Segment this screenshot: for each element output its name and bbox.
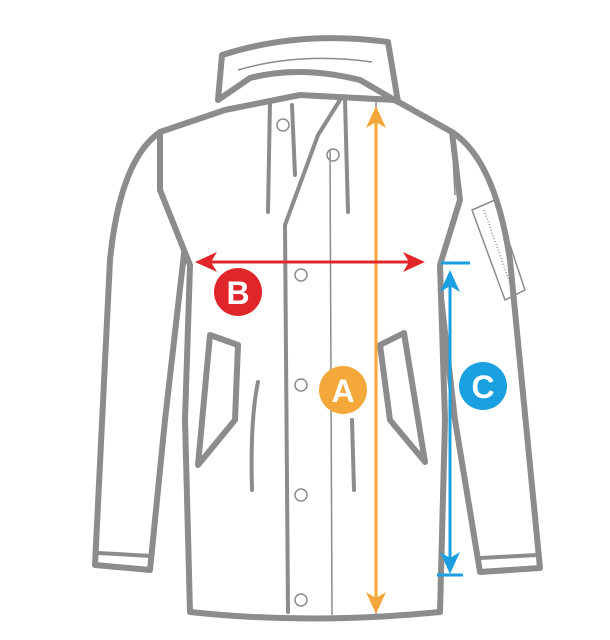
label-a-badge: [319, 366, 367, 414]
right-sleeve: [432, 129, 543, 575]
label-c-badge: [459, 362, 507, 410]
measurement-c: C: [437, 261, 507, 577]
jacket-drawing: [92, 35, 543, 622]
hood: [215, 35, 401, 105]
left-pocket: [195, 332, 241, 468]
label-a: A: [331, 373, 354, 409]
measurement-b: B: [195, 252, 425, 316]
button: [294, 268, 308, 282]
left-cuff: [96, 551, 154, 558]
measurement-a: A: [319, 106, 386, 614]
arrow-up-icon: [440, 270, 460, 292]
drawstring: [350, 418, 356, 492]
label-b: B: [226, 275, 249, 311]
arrow-down-icon: [440, 552, 460, 574]
right-pocket: [377, 330, 428, 465]
drawstring: [343, 98, 350, 214]
button: [276, 118, 290, 132]
jacket-body: [157, 92, 463, 622]
button: [326, 148, 340, 162]
sleeve-zip-pocket: [471, 198, 526, 302]
drawstring: [266, 98, 272, 214]
button: [294, 593, 308, 607]
arrow-down-icon: [366, 592, 386, 614]
button: [294, 488, 308, 502]
label-b-badge: [214, 268, 262, 316]
arrow-right-icon: [403, 252, 425, 272]
sleeve-zipper: [483, 209, 514, 293]
label-c: C: [471, 369, 494, 405]
collar-edge: [283, 98, 342, 227]
right-shoulder-seam: [451, 134, 456, 196]
arrow-left-icon: [195, 252, 217, 272]
left-sleeve: [92, 129, 188, 573]
hood-seam: [237, 57, 373, 71]
left-shoulder-seam: [159, 134, 163, 191]
arrow-up-icon: [366, 106, 386, 128]
drawstring: [290, 103, 297, 177]
drawstring: [249, 380, 260, 492]
button: [294, 378, 308, 392]
right-cuff: [478, 553, 540, 560]
drawstrings: [249, 98, 356, 492]
placket-edge: [283, 223, 290, 614]
buttons: [276, 118, 340, 607]
